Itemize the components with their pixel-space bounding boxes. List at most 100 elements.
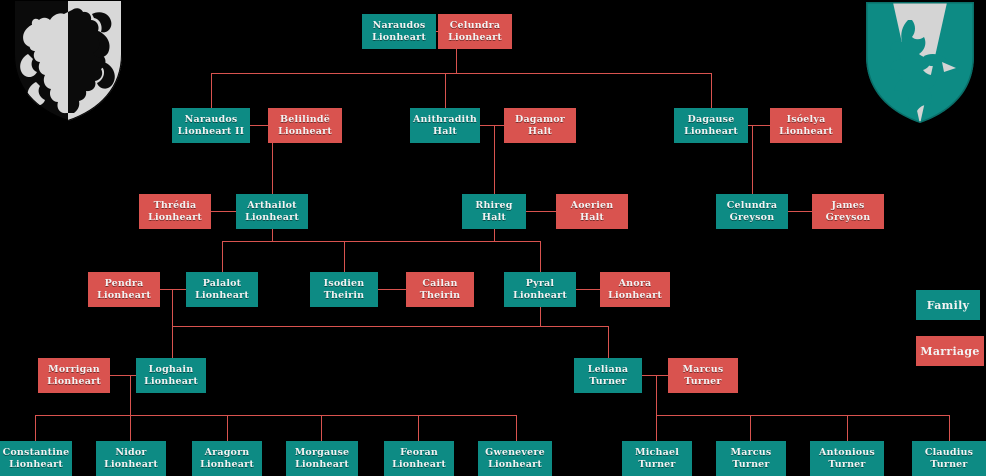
person-given-name: Aragorn [204, 446, 250, 458]
legend-family: Family [916, 290, 980, 320]
sibling-bar-gen2 [211, 73, 711, 74]
drop-feoran [418, 415, 419, 441]
drop-pyral [540, 241, 541, 272]
person-family-name: Theirin [419, 289, 461, 301]
marriage-link-leliana-marcus [642, 375, 668, 376]
marriage-link-anithradith-dagamor [480, 125, 504, 126]
marriage-link-rhireg-aoerien [526, 211, 556, 212]
person-given-name: Aoerien [570, 199, 614, 211]
person-family-name: Greyson [729, 211, 775, 223]
person-given-name: Belilindë [280, 113, 330, 125]
person-given-name: Dagamor [515, 113, 565, 125]
person-family-name: Lionheart [245, 211, 299, 223]
legend-family-label: Family [926, 298, 970, 312]
person-family-name: Turner [589, 375, 627, 387]
marriage-link-pendra-palalot [160, 289, 186, 290]
drop-isodien [344, 241, 345, 272]
person-family-name: Lionheart [200, 458, 254, 470]
person-given-name: Cailan [422, 277, 458, 289]
person-family-name: Lionheart [278, 125, 332, 137]
marriage-link-dagause-isoelya [748, 125, 770, 126]
person-given-name: Celundra [449, 19, 501, 31]
person-family-name: Lionheart [295, 458, 349, 470]
person-family-name: Lionheart [684, 125, 738, 137]
descent-stem-loghain [130, 375, 131, 415]
sibling-bar-gen4 [222, 241, 540, 242]
drop-palalot [222, 241, 223, 272]
person-given-name: Marcus [682, 363, 724, 375]
person-family-name: Lionheart [195, 289, 249, 301]
person-family-name: Lionheart [392, 458, 446, 470]
drop-aragorn [227, 415, 228, 441]
person-family-name: Turner [684, 375, 722, 387]
person-given-name: Isóelya [786, 113, 826, 125]
drop-gwenevere [516, 415, 517, 441]
drop-leliana [608, 326, 609, 358]
drop-naraudos-ii [211, 73, 212, 108]
person-given-name: Celundra [726, 199, 778, 211]
person-given-name: Nidor [115, 446, 147, 458]
person-given-name: Pendra [104, 277, 144, 289]
drop-marcus-child [750, 415, 751, 441]
person-family-name: Lionheart [97, 289, 151, 301]
descent-stem-naraudosii [272, 125, 273, 169]
sibling-bar-gen5 [172, 326, 540, 327]
person-given-name: Arthailot [247, 199, 297, 211]
person-given-name: Loghain [148, 363, 194, 375]
legend-marriage: Marriage [916, 336, 984, 366]
person-family-name: Lionheart [513, 289, 567, 301]
person-family-name: Theirin [323, 289, 365, 301]
person-family-name: Halt [528, 125, 552, 137]
person-given-name: Leliana [587, 363, 629, 375]
person-given-name: Anithradith [412, 113, 478, 125]
person-given-name: Naraudos [372, 19, 426, 31]
drop-morgause [321, 415, 322, 441]
sibling-bar-gen5-right [540, 326, 608, 327]
person-given-name: Palalot [202, 277, 242, 289]
person-given-name: Antonious [819, 446, 875, 458]
drop-anithradith [445, 73, 446, 108]
drop-dagause [711, 73, 712, 108]
person-family-name: Lionheart [448, 31, 502, 43]
person-given-name: Dagause [687, 113, 735, 125]
person-given-name: Isodien [323, 277, 365, 289]
person-family-name: Lionheart [104, 458, 158, 470]
drop-michael [656, 415, 657, 441]
descent-stem-pyral [540, 289, 541, 326]
sibling-bar-gen6-lionheart [35, 415, 517, 416]
